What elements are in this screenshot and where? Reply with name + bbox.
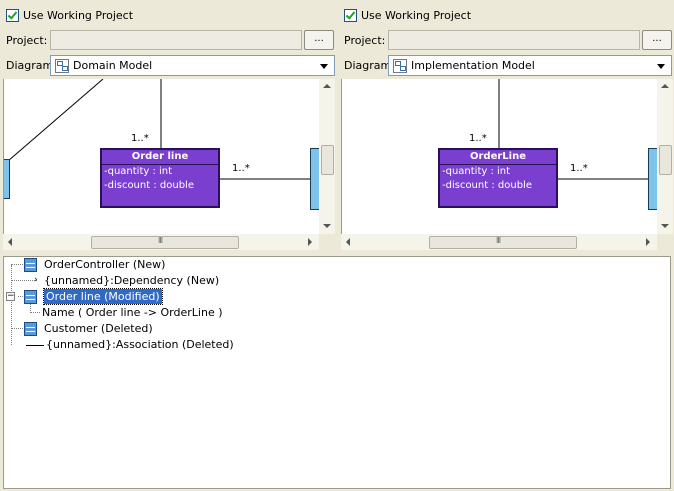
- right-use-working-project-label: Use Working Project: [361, 8, 472, 22]
- left-diagram-select[interactable]: Domain Model: [50, 55, 335, 76]
- tree-item-label-selected: Order line (Modified): [43, 288, 163, 305]
- left-horizontal-scrollbar[interactable]: III: [3, 234, 319, 250]
- diagram-icon: [393, 59, 407, 73]
- left-partial-class-right[interactable]: [310, 148, 320, 210]
- left-vscroll-thumb[interactable]: [321, 145, 334, 175]
- right-browse-project-button[interactable]: ...: [642, 30, 672, 50]
- left-diagram-canvas[interactable]: 1..* 1..* Order line -quantity : int -di…: [3, 79, 320, 234]
- right-use-working-project[interactable]: Use Working Project: [344, 7, 471, 23]
- class-icon: [24, 258, 37, 272]
- tree-connector: [30, 312, 40, 313]
- left-project-label: Project:: [6, 34, 48, 47]
- scroll-left-icon[interactable]: [346, 238, 350, 246]
- left-compare-panel: Use Working Project Project: ... Diagram…: [0, 0, 336, 252]
- scroll-right-icon[interactable]: [308, 238, 312, 246]
- right-attr-quantity: -quantity : int: [442, 166, 511, 177]
- right-diagram-label: Diagram:: [344, 59, 395, 72]
- tree-connector: [11, 264, 23, 265]
- class-icon: [24, 290, 37, 304]
- right-diagram-value: Implementation Model: [411, 59, 535, 72]
- dependency-arrow-icon: ›: [34, 275, 38, 285]
- left-diagram-label: Diagram:: [6, 59, 57, 72]
- chevron-down-icon[interactable]: [657, 64, 665, 69]
- tree-item-label: {unnamed}:Dependency (New): [44, 274, 220, 287]
- left-vertical-scrollbar[interactable]: [319, 79, 335, 234]
- right-project-field[interactable]: [388, 30, 640, 50]
- association-line-icon: [26, 345, 44, 346]
- checkbox-checked-icon[interactable]: [6, 8, 19, 22]
- left-multiplicity-top: 1..*: [131, 133, 149, 144]
- scroll-up-icon[interactable]: [661, 84, 669, 88]
- left-browse-project-button[interactable]: ...: [304, 30, 334, 50]
- tree-connector: [11, 280, 37, 281]
- chevron-down-icon[interactable]: [320, 64, 328, 69]
- scroll-left-icon[interactable]: [8, 238, 12, 246]
- tree-item-label: Customer (Deleted): [44, 322, 153, 335]
- left-use-working-project[interactable]: Use Working Project: [6, 7, 133, 23]
- right-diagram-canvas[interactable]: 1..* 1..* OrderLine -quantity : int -dis…: [341, 79, 658, 234]
- class-icon: [24, 322, 37, 336]
- checkbox-checked-icon[interactable]: [344, 8, 357, 22]
- tree-item-label: OrderController (New): [44, 258, 166, 271]
- tree-item-label: Name ( Order line -> OrderLine ): [42, 306, 223, 319]
- left-attr-quantity: -quantity : int: [104, 166, 173, 177]
- left-hscroll-thumb[interactable]: III: [91, 236, 239, 249]
- right-hscroll-thumb[interactable]: III: [429, 236, 577, 249]
- scroll-up-icon[interactable]: [323, 84, 331, 88]
- left-partial-class-left[interactable]: [4, 159, 10, 199]
- scroll-down-icon[interactable]: [661, 224, 669, 228]
- model-diff-tree[interactable]: OrderController (New) › {unnamed}:Depend…: [3, 256, 671, 489]
- tree-connector-root: [11, 265, 12, 345]
- right-attr-discount: -discount : double: [442, 180, 532, 191]
- right-connector-lines: [498, 79, 652, 180]
- grip-icon: III: [158, 236, 163, 245]
- left-multiplicity-right: 1..*: [232, 163, 250, 174]
- left-diagram-value: Domain Model: [73, 59, 153, 72]
- tree-item-label: {unnamed}:Association (Deleted): [46, 338, 234, 351]
- tree-connector: [18, 296, 23, 297]
- right-partial-class-right[interactable]: [648, 148, 658, 210]
- left-attr-discount: -discount : double: [104, 180, 194, 191]
- scroll-down-icon[interactable]: [323, 224, 331, 228]
- right-horizontal-scrollbar[interactable]: III: [341, 234, 657, 250]
- right-multiplicity-top: 1..*: [469, 133, 487, 144]
- scroll-right-icon[interactable]: [646, 238, 650, 246]
- right-class-orderline[interactable]: OrderLine -quantity : int -discount : do…: [438, 148, 558, 208]
- collapse-icon[interactable]: −: [6, 291, 15, 301]
- left-class-name: Order line: [102, 150, 218, 165]
- tree-connector: [11, 328, 23, 329]
- left-connector-lines: [7, 79, 314, 180]
- right-project-label: Project:: [344, 34, 386, 47]
- tree-item-name-change[interactable]: Name ( Order line -> OrderLine ): [42, 305, 223, 321]
- right-class-name: OrderLine: [440, 150, 556, 165]
- left-use-working-project-label: Use Working Project: [23, 8, 134, 22]
- tree-connector-child: [30, 303, 31, 313]
- left-project-field[interactable]: [50, 30, 302, 50]
- right-diagram-select[interactable]: Implementation Model: [388, 55, 672, 76]
- right-compare-panel: Use Working Project Project: ... Diagram…: [338, 0, 674, 252]
- diagram-icon: [55, 59, 69, 73]
- right-multiplicity-right: 1..*: [570, 163, 588, 174]
- left-class-order-line[interactable]: Order line -quantity : int -discount : d…: [100, 148, 220, 208]
- grip-icon: III: [496, 236, 501, 245]
- right-vertical-scrollbar[interactable]: [657, 79, 673, 234]
- right-vscroll-thumb[interactable]: [659, 145, 672, 175]
